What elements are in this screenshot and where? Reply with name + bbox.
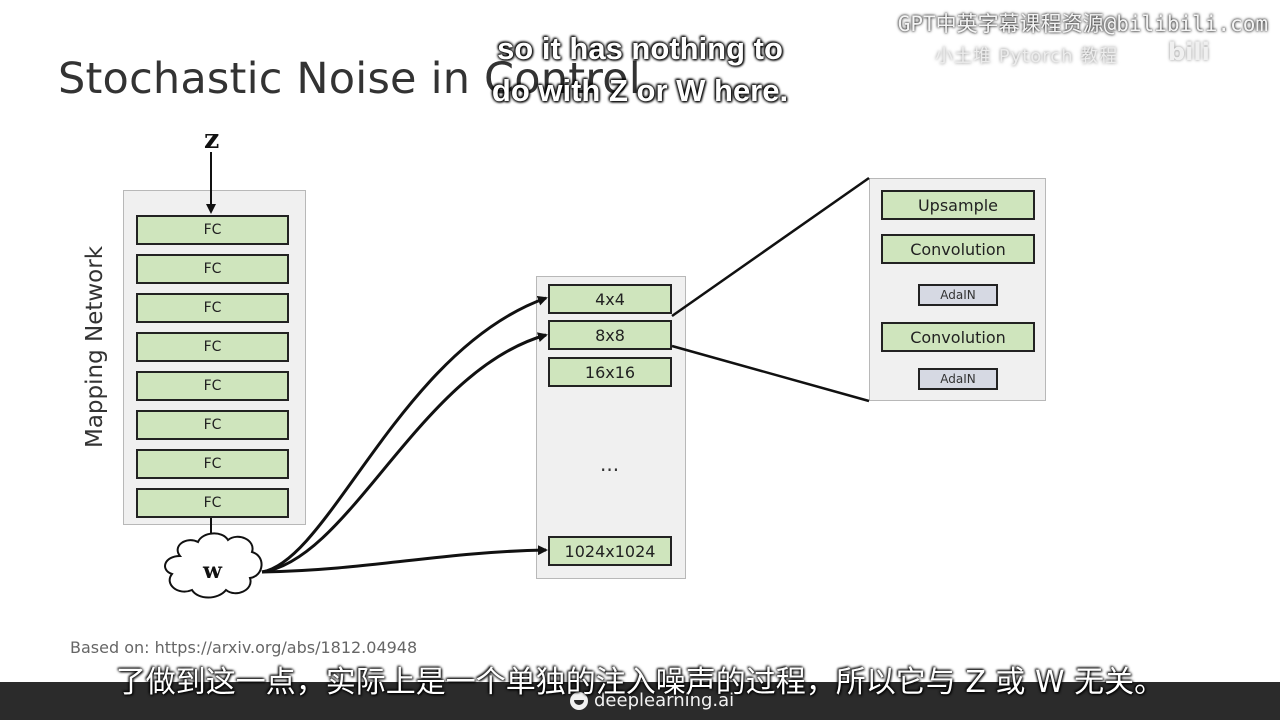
slide-title: Stochastic Noise in Control — [58, 54, 641, 104]
w-to-4x4-arrow — [261, 295, 548, 574]
footer-brand: deeplearning.ai — [570, 690, 734, 711]
adain-block: AdaIN — [918, 284, 998, 306]
slide: Stochastic Noise in Control Mapping Netw… — [0, 12, 1280, 657]
upsample-block: Upsample — [881, 190, 1035, 220]
resolution-block-1024: 1024x1024 — [548, 536, 672, 566]
fc-layer: FC — [136, 488, 289, 518]
w-to-8x8-arrow — [261, 332, 548, 574]
footer-brand-text: deeplearning.ai — [594, 690, 735, 711]
w-output-label: w — [203, 558, 222, 584]
resolution-block-4x4: 4x4 — [548, 284, 672, 314]
footer-bar — [0, 682, 1280, 720]
resolution-block-16x16: 16x16 — [548, 357, 672, 387]
adain-block: AdaIN — [918, 368, 998, 390]
z-input-label: z — [204, 124, 220, 155]
fc-layer: FC — [136, 293, 289, 323]
w-to-1024-arrow — [261, 545, 548, 574]
bilibili-watermark: GPT中英字幕课程资源@bilibili.com — [897, 12, 1268, 36]
convolution-block: Convolution — [881, 234, 1035, 264]
english-subtitle-line: so it has nothing to — [497, 31, 783, 66]
fc-layer: FC — [136, 215, 289, 245]
convolution-block: Convolution — [881, 322, 1035, 352]
ellipsis: ... — [600, 452, 620, 476]
english-subtitle: so it has nothing to do with Z or W here… — [0, 28, 1280, 112]
diagram-connectors — [164, 152, 870, 599]
fc-layer: FC — [136, 410, 289, 440]
deeplearning-logo-icon — [570, 691, 588, 710]
w-cloud-icon — [164, 532, 263, 599]
fc-layer: FC — [136, 371, 289, 401]
zoom-line-top — [671, 176, 870, 318]
english-subtitle-line: do with Z or W here. — [491, 73, 789, 108]
resolution-block-8x8: 8x8 — [548, 320, 672, 350]
bilibili-logo-icon: bili — [1168, 38, 1210, 66]
source-note: Based on: https://arxiv.org/abs/1812.049… — [70, 638, 418, 657]
chinese-subtitle: 了做到这一点，实际上是一个单独的注入噪声的过程，所以它与 Z 或 W 无关。 — [115, 665, 1165, 700]
fc-layer: FC — [136, 449, 289, 479]
zoom-line-bottom — [671, 344, 870, 403]
watermark-secondary: 小土堆 Pytorch 教程 — [935, 46, 1119, 67]
fc-layer: FC — [136, 332, 289, 362]
fc-layer: FC — [136, 254, 289, 284]
